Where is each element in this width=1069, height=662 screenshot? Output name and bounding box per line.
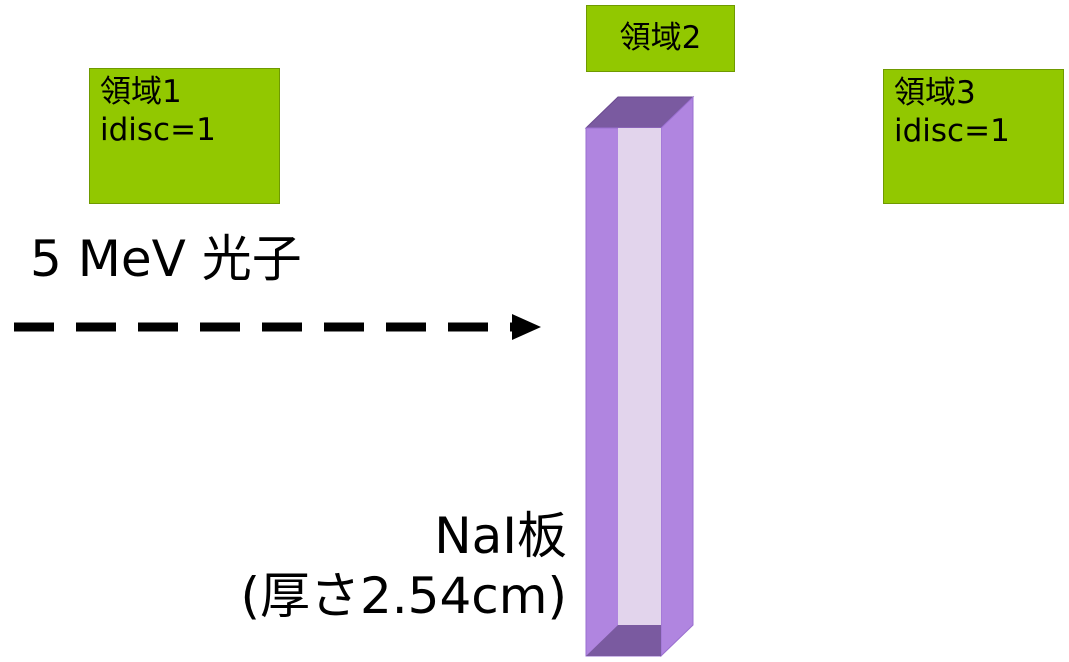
photon-beam-label: 5 MeV 光子 xyxy=(30,230,302,288)
region-3-box: 領域3 idisc=1 xyxy=(883,69,1064,204)
arrowhead-icon xyxy=(512,314,541,340)
region-3-name: 領域3 xyxy=(894,75,976,111)
slab-inner-face xyxy=(618,128,661,625)
region-2-box: 領域2 xyxy=(586,5,735,72)
nai-slab xyxy=(584,95,695,658)
region-1-idisc: idisc=1 xyxy=(100,112,216,148)
photon-beam-arrow xyxy=(14,314,541,340)
region-2-name: 領域2 xyxy=(619,20,702,56)
slab-right-face xyxy=(660,95,694,658)
region-1-name: 領域1 xyxy=(100,74,182,110)
plate-material-label: NaI板 xyxy=(434,507,567,565)
region-1-box: 領域1 idisc=1 xyxy=(89,68,280,204)
slab-bottom-face xyxy=(586,625,661,656)
plate-thickness-label: (厚さ2.54cm) xyxy=(240,567,567,625)
region-3-idisc: idisc=1 xyxy=(894,113,1010,149)
plate-label: NaI板 (厚さ2.54cm) xyxy=(240,506,567,626)
